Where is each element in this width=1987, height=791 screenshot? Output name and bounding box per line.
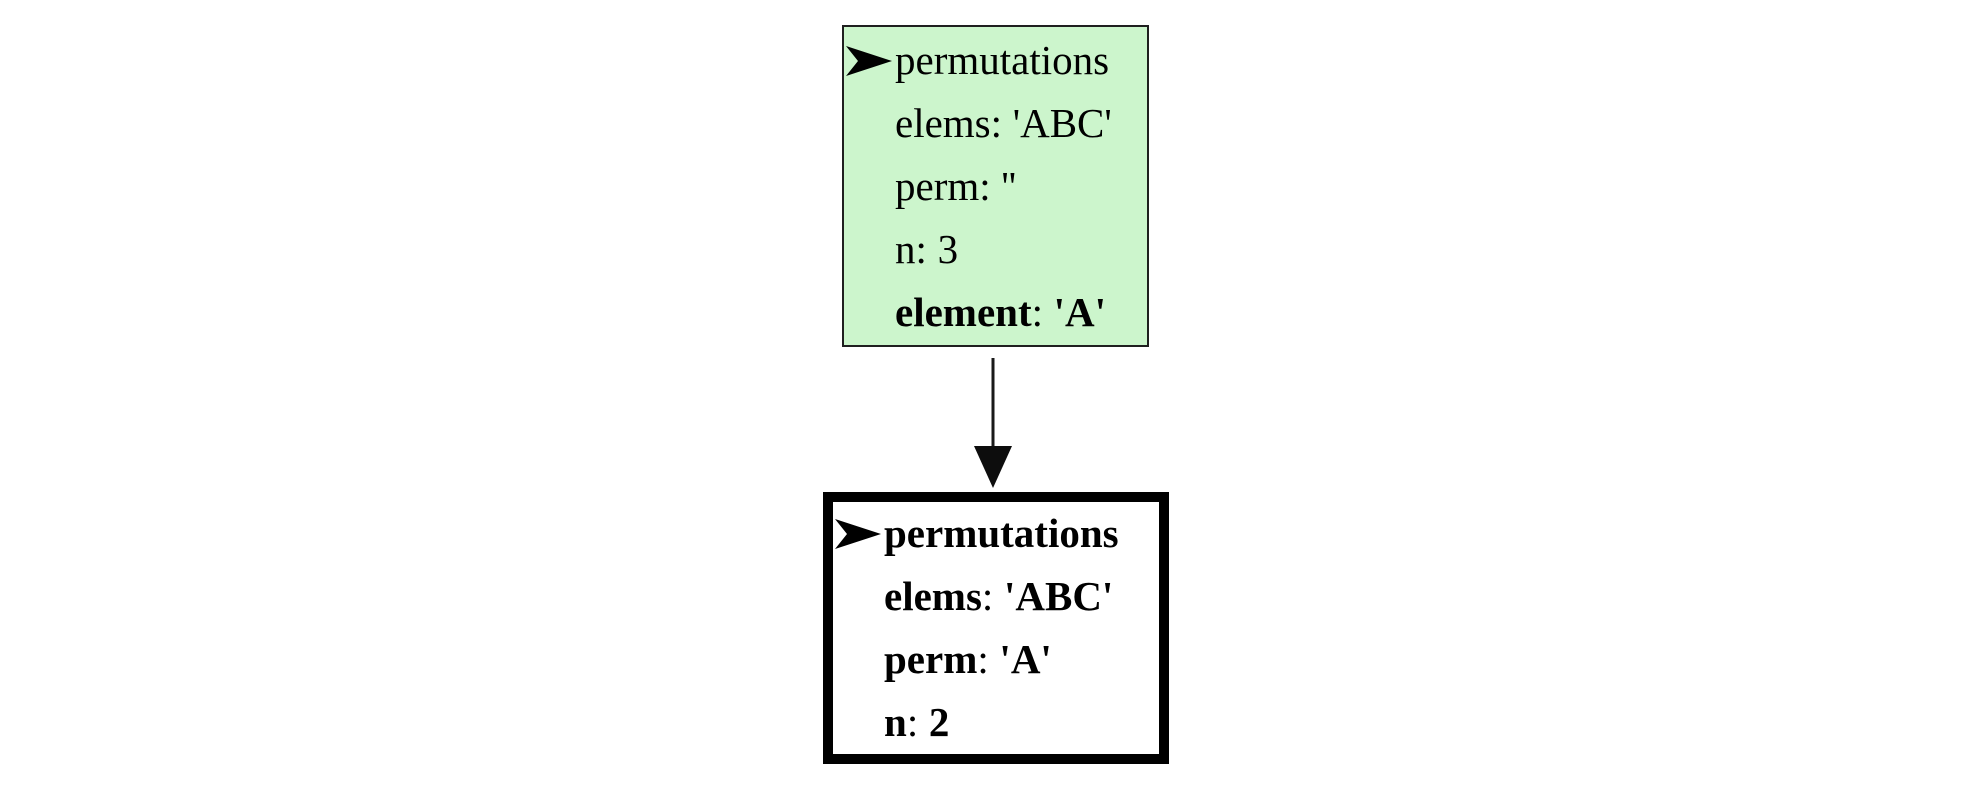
function-name: permutations [895,37,1110,83]
frame-title-row: permutations [835,502,1159,565]
var-row: n:2 [835,691,1159,754]
var-label: n [884,699,907,745]
var-value: 'ABC' [1003,573,1114,619]
separator: : [1031,289,1043,335]
var-value: '' [1001,163,1017,209]
var-row: n:3 [846,218,1147,281]
var-row: element:'A' [846,281,1147,344]
separator: : [977,636,989,682]
var-value: 'A' [999,636,1052,682]
var-label: perm [884,636,978,682]
var-label: elems [895,100,991,146]
stack-frame-callee: permutations elems:'ABC' perm:'A' n:2 [823,492,1169,764]
right-arrowhead-icon [846,45,892,76]
var-value: 3 [937,226,959,272]
var-row: perm:'A' [835,628,1159,691]
var-row: elems:'ABC' [835,565,1159,628]
var-row: elems:'ABC' [846,92,1147,155]
right-arrowhead-icon [835,518,881,549]
function-name: permutations [884,510,1119,556]
frame-title-row: permutations [846,29,1147,92]
var-label: perm [895,163,980,209]
var-value: 'A' [1053,289,1107,335]
var-label: elems [884,573,982,619]
separator: : [906,699,919,745]
call-edge-down-arrow-icon [974,358,1012,488]
var-value: 'ABC' [1012,100,1112,146]
var-value: 2 [928,699,950,745]
separator: : [915,226,927,272]
separator: : [990,100,1003,146]
separator: : [981,573,994,619]
stack-frame-caller: permutations elems:'ABC' perm:'' n:3 ele… [842,25,1149,347]
var-row: perm:'' [846,155,1147,218]
var-label: n [895,226,916,272]
var-label: element [895,289,1032,335]
separator: : [979,163,991,209]
